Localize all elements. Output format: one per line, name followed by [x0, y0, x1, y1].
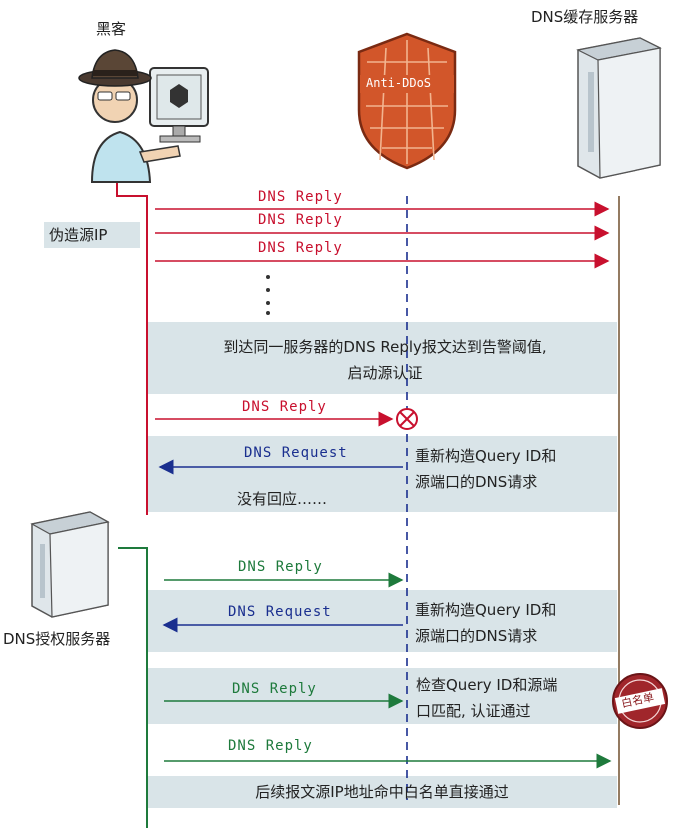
forge-ip-box — [44, 222, 140, 248]
msg-reply3: DNS Reply — [258, 240, 343, 256]
dns-cache-label: DNS缓存服务器 — [531, 8, 639, 26]
msg-request1: DNS Request — [244, 445, 348, 461]
rebuild2-line1: 重新构造Query ID和 — [415, 601, 557, 619]
msg-reply2: DNS Reply — [258, 212, 343, 228]
final-box — [147, 776, 617, 808]
alarm-line1: 到达同一服务器的DNS Reply报文达到告警阈值, — [223, 338, 547, 356]
rebuild2-text: 重新构造Query ID和 源端口的DNS请求 — [415, 597, 556, 649]
rebuild-box — [147, 590, 617, 652]
dns-cache-server-icon — [576, 37, 662, 179]
dns-auth-label: DNS授权服务器 — [3, 630, 111, 648]
forge-ip-label: 伪造源IP — [49, 226, 108, 244]
hacker-icon — [78, 49, 209, 183]
rebuild1-line2: 源端口的DNS请求 — [415, 473, 538, 491]
ellipsis-dot — [266, 301, 270, 305]
no-response-box — [147, 436, 617, 512]
check-line1: 检查Query ID和源端 — [416, 676, 558, 694]
ellipsis-dot — [266, 275, 270, 279]
alarm-text: 到达同一服务器的DNS Reply报文达到告警阈值, 启动源认证 — [160, 334, 610, 386]
hacker-lifeline — [116, 182, 148, 515]
msg-reply-auth3: DNS Reply — [228, 738, 313, 754]
auth-lifeline — [118, 547, 148, 828]
rebuild2-line2: 源端口的DNS请求 — [415, 627, 538, 645]
hacker-label: 黑客 — [96, 20, 127, 38]
msg-reply-blocked: DNS Reply — [242, 399, 327, 415]
check-text: 检查Query ID和源端 口匹配, 认证通过 — [416, 672, 557, 724]
whitelist-stamp-icon — [612, 673, 668, 729]
msg-reply-auth2: DNS Reply — [232, 681, 317, 697]
check-box — [147, 668, 617, 724]
no-response-text: 没有回应…… — [237, 490, 328, 508]
check-line2: 口匹配, 认证通过 — [416, 702, 531, 720]
msg-reply1: DNS Reply — [258, 189, 343, 205]
alarm-box — [147, 322, 617, 394]
shield-icon — [357, 32, 457, 170]
ellipsis-dot — [266, 288, 270, 292]
alarm-line2: 启动源认证 — [347, 364, 423, 382]
final-text: 后续报文源IP地址命中白名单直接通过 — [255, 783, 509, 801]
rebuild1-text: 重新构造Query ID和 源端口的DNS请求 — [415, 443, 556, 495]
rebuild1-line1: 重新构造Query ID和 — [415, 447, 557, 465]
shield-label: Anti-DDoS — [366, 76, 432, 90]
dns-auth-server-icon — [30, 511, 110, 618]
ellipsis-dot — [266, 311, 270, 315]
msg-reply-auth1: DNS Reply — [238, 559, 323, 575]
msg-request2: DNS Request — [228, 604, 332, 620]
